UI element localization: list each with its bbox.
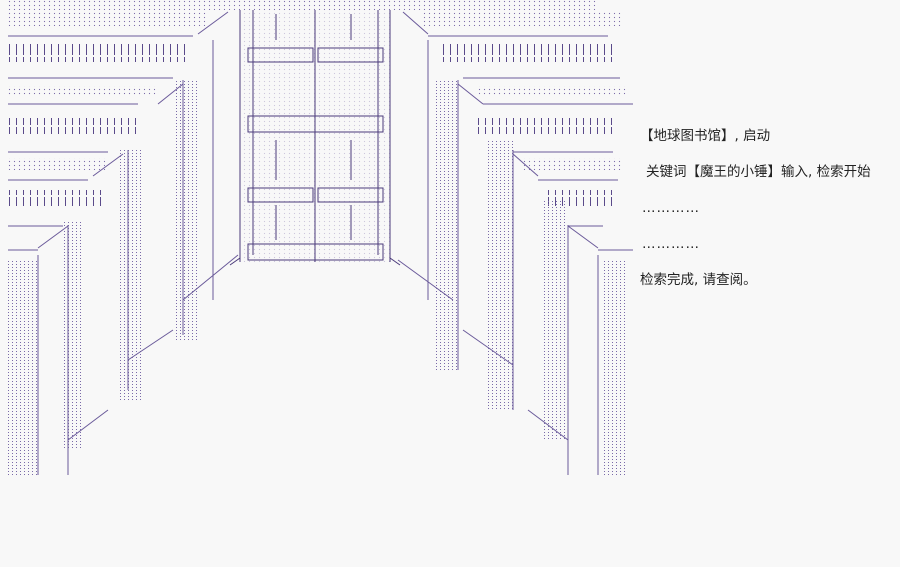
shelf-bars-mid xyxy=(8,118,138,134)
left-bookshelf-columns xyxy=(8,40,239,475)
caption-line-ellipsis-1: ………… xyxy=(642,200,700,216)
right-bookshelf-columns xyxy=(397,40,628,475)
central-doorway xyxy=(229,10,401,266)
caption-line-ellipsis-2: ………… xyxy=(642,236,700,252)
shelf-bars-top xyxy=(8,44,188,62)
caption-line-library-start: 【地球图书馆】, 启动 xyxy=(640,128,771,144)
caption-line-search-complete: 检索完成, 请查阅。 xyxy=(640,272,757,288)
ascii-art-library-hall xyxy=(8,0,633,475)
dotted-ceiling xyxy=(8,0,598,10)
search-log: 【地球图书馆】, 启动 关键词【魔王的小锤】输入, 检索开始 ………… …………… xyxy=(640,118,895,298)
caption-line-keyword-input: 关键词【魔王的小锤】输入, 检索开始 xyxy=(646,164,871,180)
